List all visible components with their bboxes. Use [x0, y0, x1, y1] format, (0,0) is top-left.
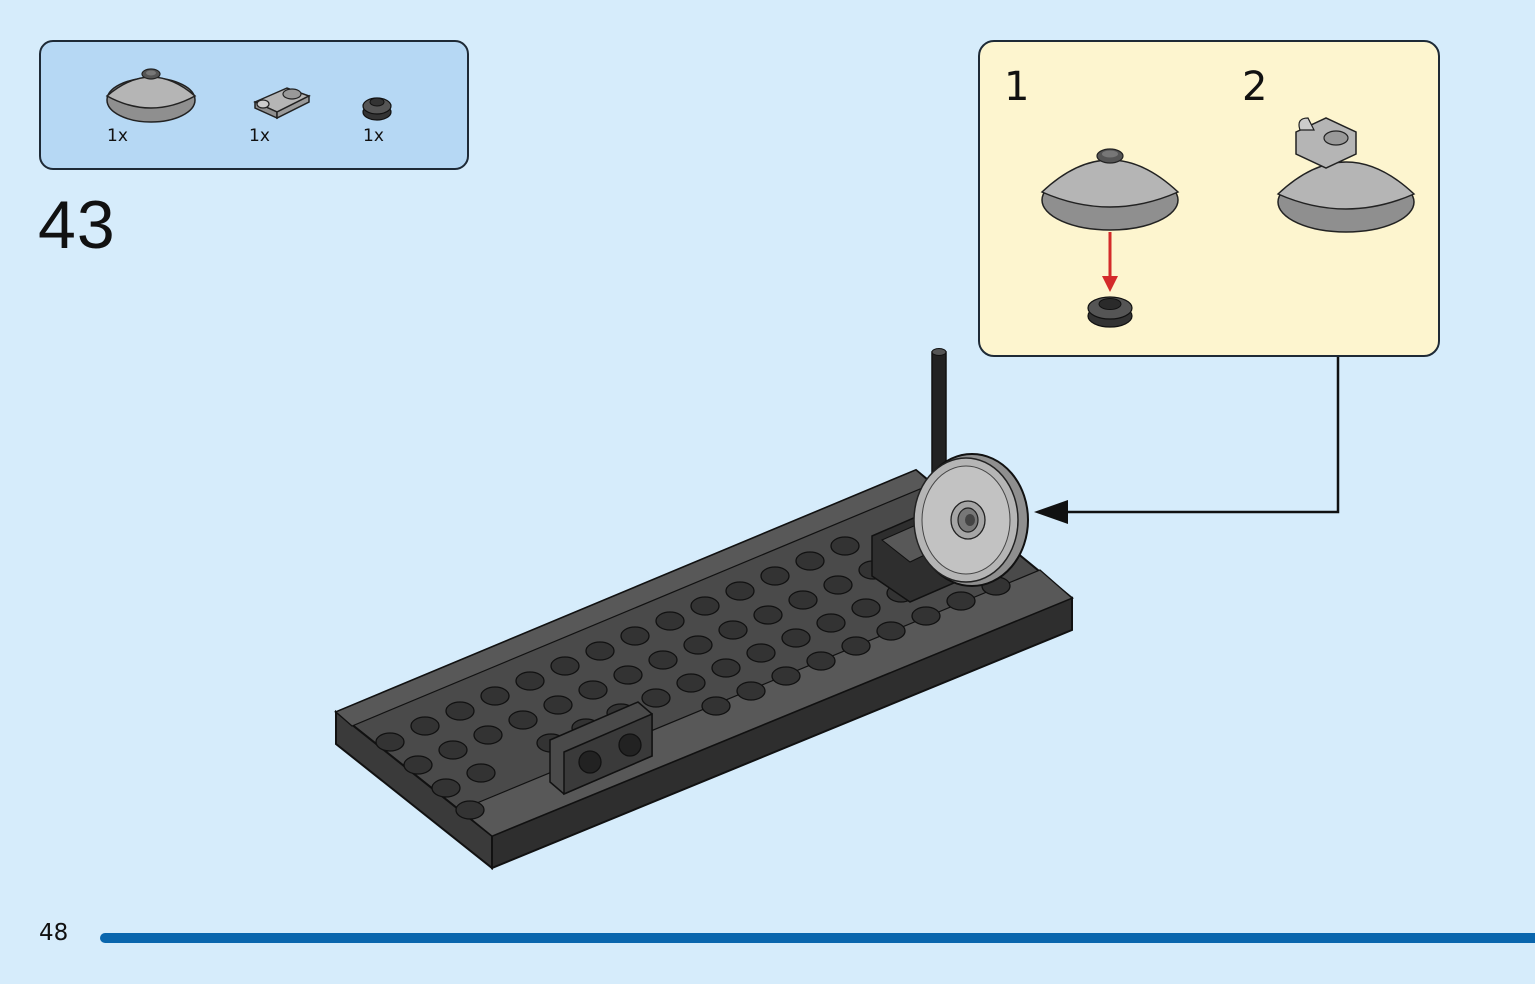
parts-list: 1x 1x 1x	[39, 40, 469, 170]
sub-step-2-illustration	[1276, 117, 1416, 233]
page-number: 48	[39, 920, 69, 946]
part-qty: 1x	[363, 126, 384, 146]
part-qty: 1x	[249, 126, 270, 146]
round-dish-icon	[105, 68, 197, 123]
sub-step-1-illustration	[1040, 148, 1180, 328]
round-plate-icon	[362, 97, 392, 121]
model-illustration	[334, 348, 1074, 871]
footer-bar	[100, 933, 1535, 943]
studs	[375, 536, 1011, 820]
sub-assembly-box: 1 2	[978, 40, 1440, 357]
clip-plate-icon	[253, 87, 311, 120]
sub-step-label: 1	[1004, 64, 1030, 110]
assembled-dish-icon	[1276, 117, 1416, 233]
red-arrow-icon	[1102, 232, 1118, 292]
sub-step-label: 2	[1242, 64, 1268, 110]
parts-list-item-dish: 1x	[105, 60, 197, 160]
step-number: 43	[38, 187, 116, 263]
round-plate-icon	[1087, 296, 1133, 328]
part-qty: 1x	[107, 126, 128, 146]
parts-list-item-clip: 1x	[247, 60, 317, 160]
round-dish-icon	[1040, 148, 1180, 231]
bracket-piece	[549, 701, 653, 796]
parts-list-item-round-plate: 1x	[359, 60, 399, 160]
mounted-dish-icon	[913, 453, 1029, 587]
